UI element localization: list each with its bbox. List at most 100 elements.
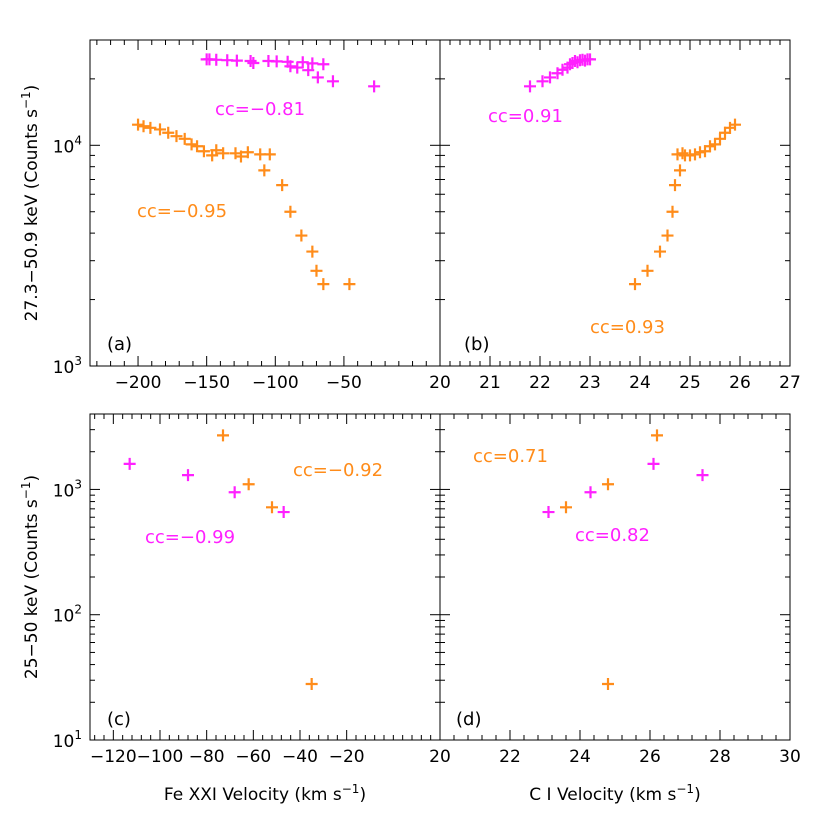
- x-tick-label: 20: [429, 747, 451, 767]
- data-point: [536, 75, 549, 88]
- y-tick-exponent: 3: [74, 477, 82, 491]
- data-point: [242, 478, 255, 491]
- panel-label: (d): [456, 709, 481, 730]
- correlation-annotation: cc=−0.95: [137, 201, 227, 222]
- x-tick-label: −100: [252, 373, 299, 393]
- x-tick-label: −150: [183, 373, 230, 393]
- x-tick-label: 26: [729, 373, 751, 393]
- panel-label: (a): [107, 334, 132, 355]
- data-point: [696, 469, 709, 482]
- y-tick-base: 10: [53, 481, 75, 501]
- data-point: [276, 179, 289, 192]
- series-orange: cc=−0.95: [132, 118, 356, 291]
- y-axis-label-exponent: −1: [19, 482, 33, 500]
- y-axis-label-text: 25−50 keV (Counts s: [22, 499, 42, 679]
- y-tick-label: 103: [53, 354, 82, 378]
- series-magenta: cc=−0.99: [123, 457, 290, 548]
- x-tick-label: −100: [137, 747, 184, 767]
- data-point: [263, 148, 276, 161]
- series-orange: cc=0.71: [473, 429, 663, 690]
- x-tick-label: −60: [235, 747, 271, 767]
- data-point: [368, 80, 381, 93]
- y-tick-base: 10: [53, 137, 75, 157]
- data-point: [641, 264, 654, 277]
- x-tick-label: 26: [639, 747, 661, 767]
- data-point: [170, 130, 183, 143]
- x-tick-label: 24: [629, 373, 651, 393]
- data-point: [560, 501, 572, 514]
- y-tick-exponent: 4: [74, 133, 82, 147]
- data-point: [542, 506, 555, 519]
- data-point: [178, 132, 191, 145]
- correlation-annotation: cc=−0.92: [293, 460, 383, 481]
- x-tick-label: −50: [326, 373, 362, 393]
- data-point: [544, 71, 556, 84]
- data-point: [654, 245, 666, 258]
- data-point: [197, 145, 210, 158]
- data-point: [132, 118, 145, 131]
- data-point: [326, 75, 339, 88]
- data-point: [714, 132, 726, 145]
- y-axis-label-text: 27.3−50.9 keV (Counts s: [22, 109, 42, 321]
- data-point: [296, 56, 309, 69]
- correlation-annotation: cc=−0.99: [145, 527, 235, 548]
- y-tick-exponent: 2: [74, 603, 82, 617]
- data-point: [317, 278, 330, 291]
- x-tick-label: 30: [779, 747, 801, 767]
- y-axis-ticks: [440, 413, 790, 741]
- data-point: [629, 278, 641, 291]
- y-tick-label: 101: [53, 728, 82, 752]
- x-axis-label-exponent: −1: [676, 782, 694, 796]
- data-point: [182, 469, 194, 482]
- series-magenta: cc=0.82: [542, 457, 709, 546]
- x-tick-label: 27: [779, 373, 801, 393]
- x-axis-label-text: C I Velocity (km s: [529, 785, 676, 805]
- data-point: [144, 121, 157, 134]
- series-magenta: cc=0.91: [488, 53, 596, 127]
- data-point: [185, 138, 198, 151]
- correlation-annotation: cc=0.93: [590, 317, 665, 338]
- correlation-annotation: cc=0.82: [575, 525, 650, 546]
- data-point: [291, 61, 304, 74]
- data-point: [317, 58, 330, 71]
- y-axis-ticks: [440, 39, 790, 367]
- series-orange: cc=0.93: [590, 118, 741, 338]
- data-point: [154, 123, 166, 136]
- data-point: [343, 278, 356, 291]
- x-tick-label: −40: [282, 747, 318, 767]
- y-axis-label-exponent: −1: [19, 91, 33, 109]
- data-point: [661, 229, 674, 242]
- data-point: [277, 506, 290, 519]
- x-axis-label: Fe XXI Velocity (km s−1): [164, 782, 366, 805]
- data-point: [217, 429, 229, 442]
- data-point: [666, 205, 679, 218]
- data-point: [295, 229, 308, 242]
- y-tick-base: 10: [53, 358, 75, 378]
- panel-label: (b): [464, 334, 489, 355]
- data-point: [729, 118, 741, 131]
- data-point: [247, 56, 260, 69]
- y-axis-label: 25−50 keV (Counts s−1): [19, 475, 42, 679]
- plot-frame: [439, 39, 791, 367]
- data-point: [310, 264, 323, 277]
- data-point: [258, 164, 271, 177]
- panel-label: (c): [107, 709, 131, 730]
- data-point: [669, 179, 681, 192]
- y-axis-label-close: ): [22, 475, 42, 482]
- x-axis-label-text: Fe XXI Velocity (km s: [164, 785, 342, 805]
- data-point: [311, 71, 324, 84]
- data-point: [266, 501, 278, 514]
- data-point: [210, 53, 223, 66]
- x-axis-ticks: −200−150−100−50: [96, 40, 441, 393]
- data-point: [524, 80, 536, 93]
- x-axis-label-exponent: −1: [342, 782, 360, 796]
- x-tick-label: 25: [679, 373, 701, 393]
- x-tick-label: 22: [499, 747, 521, 767]
